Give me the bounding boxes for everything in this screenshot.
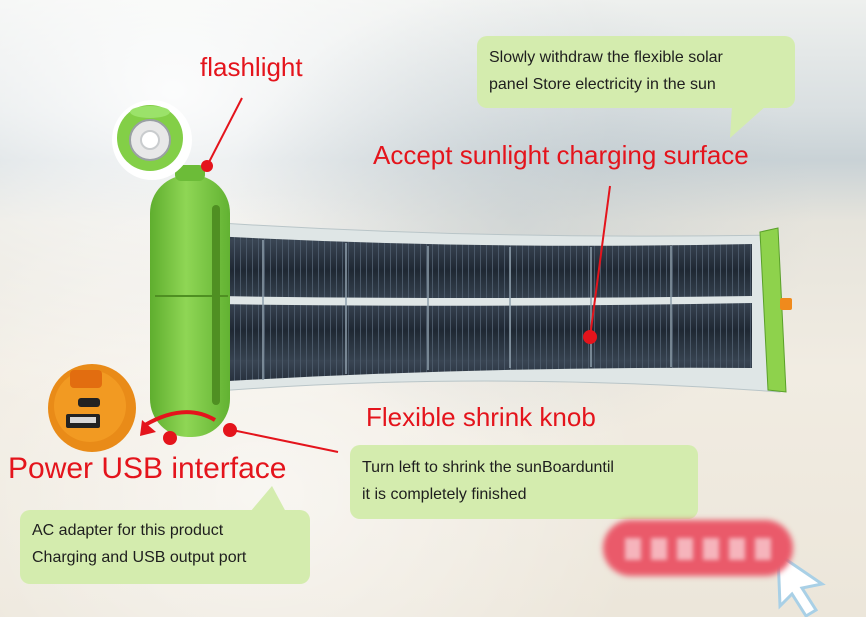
usb-port-inset [48,364,136,452]
bubble-knob-line-2: it is completely finished [362,486,527,503]
cursor-icon [776,551,826,617]
bubble-solar-line-2: panel Store electricity in the sun [489,76,716,93]
rotate-arrow-icon [144,410,217,427]
blurred-button-text [625,538,775,560]
label-flashlight: flashlight [200,52,303,82]
bubble-solar-line-1: Slowly withdraw the flexible solar [489,49,723,66]
bubble-tail-top [730,106,766,138]
label-charging-surface: Accept sunlight charging surface [373,140,749,170]
bubble-tail-usb [250,486,286,512]
solar-panel-upper [212,236,752,298]
roller-body [150,175,230,437]
bubble-shrink-knob: Turn left to shrink the sunBoarduntil it… [350,445,698,519]
panel-end-tab [780,298,792,310]
label-usb-interface: Power USB interface [8,452,287,485]
flashlight-inset [112,100,192,180]
panel-end-bar [759,227,787,393]
bubble-usb-line-2: Charging and USB output port [32,549,247,566]
bubble-usb-line-1: AC adapter for this product [32,522,224,539]
solar-panel-lower [212,303,752,382]
label-shrink-knob: Flexible shrink knob [366,402,596,432]
bubble-knob-line-1: Turn left to shrink the sunBoarduntil [362,459,614,476]
bubble-solar-panel: Slowly withdraw the flexible solar panel… [477,36,795,108]
bubble-usb-port: AC adapter for this product Charging and… [20,510,310,584]
cell-dividers [262,240,672,380]
